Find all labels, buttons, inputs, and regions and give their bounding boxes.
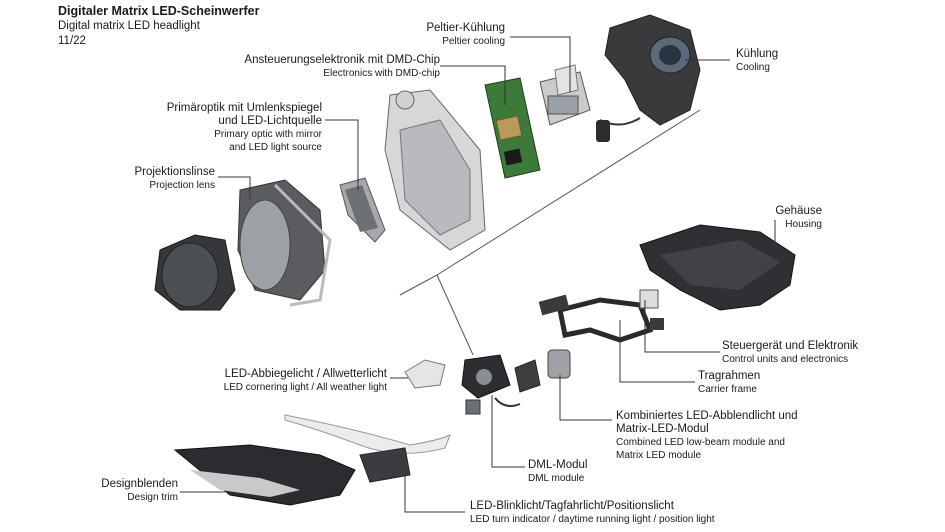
page-subtitle: Digital matrix LED headlight [58, 20, 200, 32]
housing-part [639, 224, 796, 311]
header: Digitaler Matrix LED-Scheinwerfer Digita… [58, 4, 259, 49]
label-cooling: Kühlung Cooling [736, 48, 779, 73]
label-primary-optic: Primäroptik mit Umlenkspiegel und LED-Li… [166, 102, 322, 153]
primary-optic-housing [384, 89, 486, 251]
label-dml-module: DML-Modul DML module [528, 459, 588, 484]
label-projection-lens: Projektionslinse Projection lens [134, 166, 215, 191]
label-design-trim: Designblenden Design trim [101, 478, 178, 503]
label-cornering-light: LED-Abbiegelicht / Allwetterlicht LED co… [223, 368, 387, 393]
dml-module [461, 354, 521, 415]
combined-led-module [514, 349, 571, 393]
label-peltier-cooling: Peltier-Kühlung Peltier cooling [426, 22, 505, 47]
cornering-light-part [404, 359, 446, 389]
dmd-electronics-board [484, 77, 541, 179]
design-trim-part [173, 444, 356, 506]
label-turn-indicator: LED-Blinklicht/Tagfahrlicht/Positionslic… [470, 500, 715, 525]
mirror-led-source [339, 177, 386, 243]
page-date: 11/22 [58, 35, 86, 47]
turn-indicator-light-guide [284, 414, 451, 483]
label-combined-led-module: Kombiniertes LED-Abblendlicht und Matrix… [616, 410, 798, 461]
peltier-cooling-part [539, 64, 591, 126]
label-housing: Gehäuse Housing [775, 205, 822, 230]
cooling-part [596, 14, 701, 142]
page-title: Digitaler Matrix LED-Scheinwerfer [58, 4, 260, 18]
lens-cover-part [154, 234, 236, 311]
label-carrier-frame: Tragrahmen Carrier frame [698, 370, 761, 395]
label-dmd-electronics: Ansteuerungselektronik mit DMD-Chip Elec… [244, 54, 440, 79]
label-control-units: Steuergerät und Elektronik Control units… [722, 340, 859, 365]
projection-lens-part [237, 179, 332, 307]
